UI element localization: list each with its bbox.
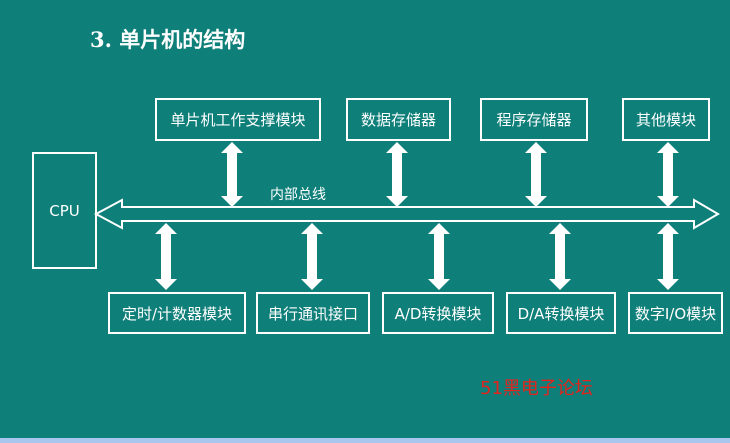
arrow-bus-ad	[428, 223, 450, 290]
module-box-program-memory: 程序存储器	[480, 98, 588, 141]
module-label: D/A转换模块	[517, 304, 605, 323]
arrow-bus-digital-io	[657, 223, 679, 290]
module-box-ad: A/D转换模块	[382, 292, 494, 334]
module-label: 串行通讯接口	[267, 304, 358, 323]
module-label: 数字I/O模块	[634, 304, 717, 323]
module-label: 定时/计数器模块	[121, 304, 233, 323]
module-box-other: 其他模块	[622, 98, 710, 141]
module-box-da: D/A转换模块	[506, 292, 616, 334]
module-box-timer-counter: 定时/计数器模块	[108, 292, 246, 334]
internal-bus-arrow	[93, 198, 720, 230]
cpu-label: CPU	[49, 201, 80, 220]
arrow-bus-serial	[301, 223, 323, 290]
module-label: 程序存储器	[496, 111, 572, 129]
arrow-bus-da	[549, 223, 571, 290]
arrow-data-memory-bus	[386, 142, 408, 207]
module-label: 数据存储器	[360, 111, 436, 129]
arrow-program-memory-bus	[525, 142, 547, 207]
module-box-serial: 串行通讯接口	[256, 292, 370, 334]
slide-title: 3. 单片机的结构	[90, 27, 246, 52]
arrow-work-support-bus	[221, 142, 243, 207]
watermark: 51黑电子论坛	[480, 378, 593, 399]
module-box-work-support: 单片机工作支撑模块	[155, 98, 321, 141]
module-label: 单片机工作支撑模块	[170, 111, 306, 129]
module-box-data-memory: 数据存储器	[346, 98, 451, 141]
bottom-edge	[0, 438, 730, 443]
arrow-other-bus	[657, 142, 679, 207]
module-box-digital-io: 数字I/O模块	[628, 292, 723, 334]
cpu-box: CPU	[32, 152, 97, 269]
module-label: 其他模块	[635, 111, 696, 129]
arrow-bus-timer	[155, 223, 177, 290]
bus-label: 内部总线	[270, 187, 326, 203]
module-label: A/D转换模块	[394, 304, 482, 323]
